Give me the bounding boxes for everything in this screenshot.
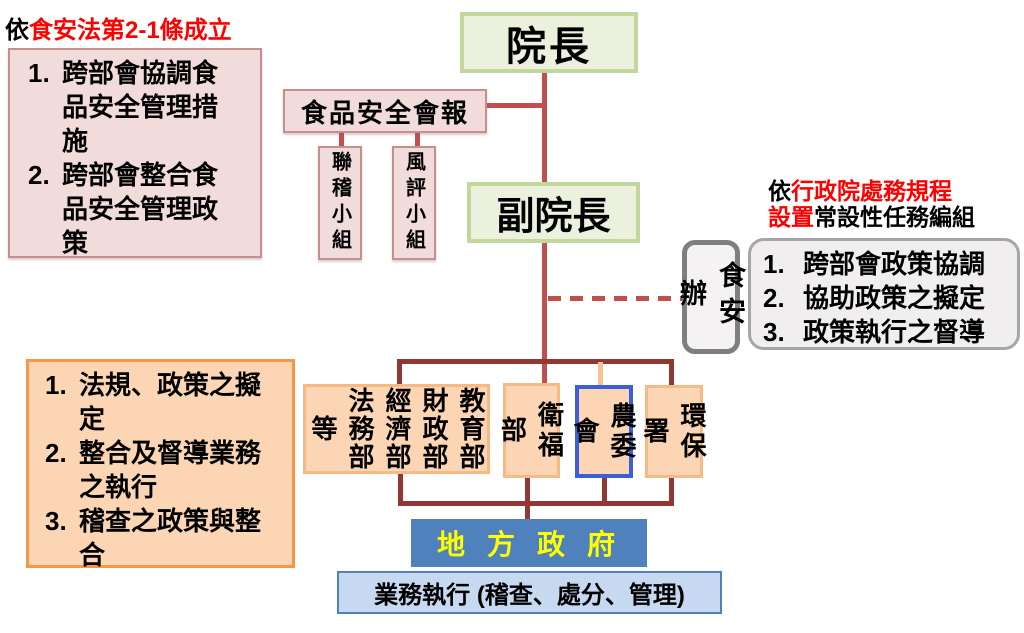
node-food-safety-council: 食品安全會報 bbox=[283, 89, 487, 133]
node-food-safety-council-label: 食品安全會報 bbox=[300, 97, 469, 128]
connector-vice-ministries bbox=[542, 242, 547, 384]
node-risk-assessment-team: 風評小組 bbox=[392, 146, 436, 260]
ministry-function-item: 2. 整合及督導業務 之執行 bbox=[45, 438, 262, 502]
node-coa-label: 農委會 bbox=[570, 401, 637, 462]
connector-stub-joint-team bbox=[339, 131, 344, 148]
office-function-item: 1. 跨部會政策協調 bbox=[763, 249, 986, 279]
council-function-item: 1. 跨部會協調食 品安全管理措 施 bbox=[28, 58, 219, 156]
ministry-function-item: 1. 法規、政策之擬 定 bbox=[45, 370, 262, 434]
connector-stub-risk-team bbox=[415, 131, 420, 148]
node-execution-label: 業務執行 (稽查、處分、管理) bbox=[374, 582, 685, 609]
council-function-item: 2. 跨部會整合食 品安全管理政 策 bbox=[28, 160, 219, 258]
node-joint-inspection-team: 聯稽小組 bbox=[318, 146, 362, 260]
connector-premier-vice bbox=[542, 72, 547, 184]
connector-ministries-bottom bbox=[398, 501, 674, 506]
law-note-prefix: 依 bbox=[5, 17, 29, 44]
connector-drop-group-top bbox=[397, 359, 402, 386]
connector-drop-coa-bottom bbox=[602, 476, 607, 504]
org-note-line2: 設置常設性任務編組 bbox=[768, 204, 975, 230]
node-execution: 業務執行 (稽查、處分、管理) bbox=[337, 571, 722, 614]
connector-drop-coa-top bbox=[598, 362, 603, 386]
node-risk-assessment-team-label: 風評小組 bbox=[402, 151, 425, 255]
connector-drop-local-gov bbox=[525, 501, 530, 521]
law-note-highlight: 食安法第2-1條成立 bbox=[29, 17, 232, 44]
node-premier: 院長 bbox=[460, 12, 638, 73]
node-epa: 環保署 bbox=[640, 385, 707, 478]
ministry-functions-panel: 1. 法規、政策之擬 定 2. 整合及督導業務 之執行 3. 稽查之政策與整 合 bbox=[26, 359, 295, 570]
node-vice-premier: 副院長 bbox=[467, 182, 640, 243]
law-note: 依食安法第2-1條成立 bbox=[5, 10, 232, 45]
node-epa-label: 環保署 bbox=[640, 401, 707, 462]
node-local-government: 地方政府 bbox=[411, 519, 647, 567]
ministry-function-item: 3. 稽查之政策與整 合 bbox=[45, 506, 262, 570]
node-mohw: 衛福部 bbox=[498, 383, 565, 478]
connector-ministries-top bbox=[397, 359, 674, 364]
connector-dashed-office bbox=[548, 296, 683, 301]
connector-drop-group-bottom bbox=[398, 472, 403, 504]
office-function-item: 2. 協助政策之擬定 bbox=[763, 283, 986, 313]
node-local-government-label: 地方政府 bbox=[436, 529, 637, 560]
office-function-item: 3. 政策執行之督導 bbox=[763, 317, 986, 347]
node-ministries-group-label: 教育部 財政部 經濟部 法務部 等 bbox=[308, 387, 486, 471]
node-ministries-group: 教育部 財政部 經濟部 法務部 等 bbox=[303, 384, 490, 474]
connector-drop-epa-top bbox=[669, 359, 674, 386]
connector-drop-mohw-bottom bbox=[525, 476, 530, 504]
org-note: 依行政院處務規程 設置常設性任務編組 bbox=[768, 178, 975, 230]
org-note-line1: 依行政院處務規程 bbox=[768, 178, 952, 204]
connector-drop-epa-bottom bbox=[669, 476, 674, 504]
connector-council-horizontal bbox=[486, 103, 544, 108]
office-functions-panel: 1. 跨部會政策協調 2. 協助政策之擬定 3. 政策執行之督導 bbox=[748, 238, 1020, 350]
node-premier-label: 院長 bbox=[506, 24, 592, 69]
council-functions-panel: 1. 跨部會協調食 品安全管理措 施 2. 跨部會整合食 品安全管理政 策 bbox=[8, 48, 262, 258]
node-vice-premier-label: 副院長 bbox=[496, 196, 611, 238]
node-coa: 農委會 bbox=[570, 385, 637, 478]
node-joint-inspection-team-label: 聯稽小組 bbox=[328, 151, 351, 255]
node-mohw-label: 衛福部 bbox=[497, 400, 565, 461]
node-food-safety-office-label: 食安辦 bbox=[676, 261, 745, 333]
node-food-safety-office: 食安辦 bbox=[676, 240, 745, 354]
